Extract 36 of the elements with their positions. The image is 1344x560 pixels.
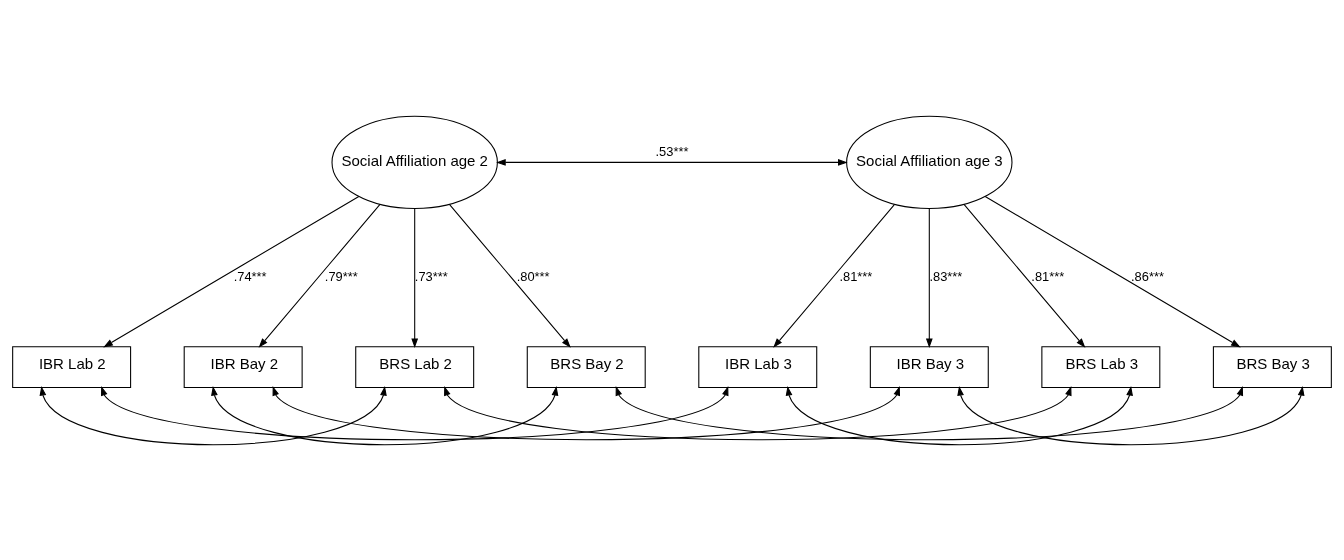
arrow [39,385,387,445]
arrow [773,203,896,348]
arrow [444,385,1072,440]
edge-label: .80*** [516,268,550,284]
node-box: IBR Bay 2 [183,345,303,388]
edge-label: .73*** [414,268,448,284]
arrow [925,207,933,348]
arrow [957,385,1305,445]
arrow [211,385,559,445]
edge-label: .81*** [1031,268,1065,284]
node-box: IBR Lab 2 [12,345,132,388]
node-box: BRS Lab 2 [355,345,475,388]
node-box: IBR Bay 3 [869,345,989,388]
edge-label: .83*** [929,268,963,284]
edge-label: .81*** [839,268,873,284]
arrow [103,195,360,347]
node-box: BRS Lab 3 [1041,345,1161,388]
arrow [448,203,571,348]
arrow [496,158,848,166]
arrow [101,385,729,440]
node-ellipse: Social Affiliation age 2 [331,115,498,209]
node-ellipse: Social Affiliation age 3 [846,115,1013,209]
node-box: IBR Lab 3 [698,345,818,388]
arrow [411,207,419,348]
edge-label: .53*** [655,143,689,159]
node-box: BRS Bay 3 [1212,345,1332,388]
arrow [785,385,1133,445]
arrow [984,195,1241,347]
edge-label: .86*** [1131,268,1164,284]
node-box: BRS Bay 2 [526,345,646,388]
arrow [615,385,1244,440]
arrow [272,385,900,440]
edge-label: .74*** [233,268,267,284]
arrow [258,203,381,348]
edge-label: .79*** [324,268,358,284]
arrow [963,203,1086,348]
